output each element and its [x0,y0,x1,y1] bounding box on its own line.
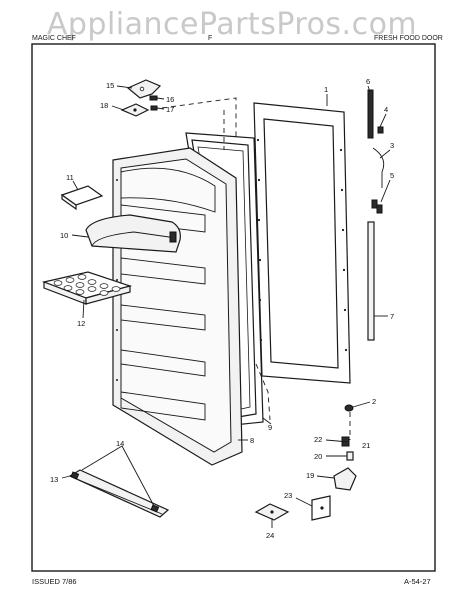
egg-tray [41,271,133,305]
callout-21: 21 [362,441,370,450]
callout-8: 8 [250,436,254,445]
callout-7: 7 [390,312,394,321]
callout-3: 3 [390,141,394,150]
callout-9: 9 [268,423,272,432]
callout-14: 14 [116,439,124,448]
leader-lines [61,85,391,528]
header-model: F [208,35,212,42]
callout-18: 18 [100,101,108,110]
callout-15: 15 [106,81,114,90]
callout-16: 16 [166,95,174,104]
issued-date: ISSUED 7/86 [32,577,77,586]
callout-1: 1 [324,85,328,94]
top-hinge [120,79,162,117]
callout-labels: 15 18 16 17 1 6 4 3 5 7 2 11 10 12 9 8 2… [50,77,394,540]
bottom-hinge-hardware [254,404,357,521]
callout-17: 17 [166,105,174,114]
door-stop-rod [367,89,385,341]
butter-door [60,185,104,211]
callout-5: 5 [390,171,394,180]
callout-12: 12 [77,319,85,328]
dairy-door [85,214,181,253]
callout-2: 2 [372,397,376,406]
callout-4: 4 [384,105,388,114]
callout-13: 13 [50,475,58,484]
header-brand: MAGIC CHEF [32,35,76,42]
page-code: A-54-27 [404,577,431,586]
watermark-text: AppliancePartsPros.com [47,7,417,42]
header-section-title: FRESH FOOD DOOR [374,35,443,42]
door-liner [112,147,243,466]
callout-10: 10 [60,231,68,240]
assembly-lines [161,97,351,440]
callout-11: 11 [66,173,74,182]
door-trim-bar [68,469,170,518]
callout-24: 24 [266,531,274,540]
door-outer-panel [253,102,351,384]
callout-19: 19 [306,471,314,480]
callout-23: 23 [284,491,292,500]
callout-22: 22 [314,435,322,444]
callout-20: 20 [314,452,322,461]
callout-6: 6 [366,77,370,86]
diagram-frame [31,43,436,572]
